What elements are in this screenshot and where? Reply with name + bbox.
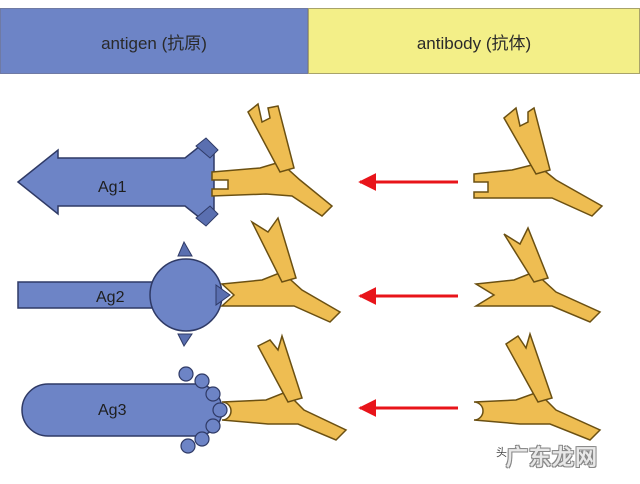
antigen-ag1: Ag1 — [16, 137, 219, 227]
antigen-ag3-bead — [212, 402, 228, 418]
antibody-2-bound — [220, 216, 342, 323]
antibody-1-free — [473, 106, 604, 217]
antibody-2-bound-lower-arm — [220, 271, 342, 323]
antigen-ag1-spike-bottom — [195, 205, 219, 227]
header-bar: antigen (抗原) antibody (抗体) — [0, 0, 640, 78]
antigen-ag3-bead — [180, 438, 196, 454]
antibody-3-free-lower-arm — [473, 391, 602, 441]
antigen-ag1-label: Ag1 — [98, 179, 127, 196]
antibody-1-bound-upper-arm — [247, 102, 295, 173]
antibody-1-bound-lower-arm — [211, 161, 334, 217]
antibody-header: antibody (抗体) — [308, 8, 640, 74]
antibody-3-free-upper-arm — [505, 331, 553, 403]
watermark-prefix: 头 — [496, 446, 507, 459]
antibody-1-bound — [211, 102, 334, 217]
antibody-2-free-upper-arm — [503, 226, 550, 283]
antigen-ag3-label: Ag3 — [98, 402, 127, 419]
antigen-header-label: antigen (抗原) — [101, 33, 207, 53]
antibody-3-free — [473, 331, 602, 441]
antigen-ag2-label: Ag2 — [96, 289, 125, 306]
antigen-ag3-bead — [194, 373, 210, 389]
antibody-3-bound — [221, 333, 348, 441]
antigen-ag2-binding-site — [215, 284, 231, 306]
antigen-ag1-spike-top — [195, 137, 219, 159]
antibody-1-free-upper-arm — [503, 106, 551, 175]
watermark-logo: 广东龙网 — [506, 446, 599, 471]
antigen-ag3: Ag3 — [21, 366, 228, 454]
antibody-3-bound-lower-arm — [221, 391, 348, 441]
antigen-ag2-bulb — [149, 258, 223, 332]
antibody-2-free-lower-arm — [473, 271, 602, 323]
antibody-2-bound-upper-arm — [250, 216, 297, 283]
antibody-3-bound-upper-arm — [256, 333, 303, 403]
antigen-ag3-bead — [205, 418, 221, 434]
antigen-ag2-rod — [17, 281, 169, 309]
antigen-ag1-body — [16, 140, 215, 224]
antigen-ag2: Ag2 — [17, 240, 231, 347]
antigen-ag3-bead — [205, 386, 221, 402]
antigen-ag2-spike-bottom — [177, 333, 193, 347]
antigen-ag3-bead — [178, 366, 194, 382]
antigen-header: antigen (抗原) — [0, 8, 308, 74]
antigen-ag3-bead — [194, 431, 210, 447]
antigen-ag2-spike-top — [177, 240, 193, 257]
antibody-header-label: antibody (抗体) — [416, 33, 532, 53]
antibody-2-free — [473, 226, 602, 323]
